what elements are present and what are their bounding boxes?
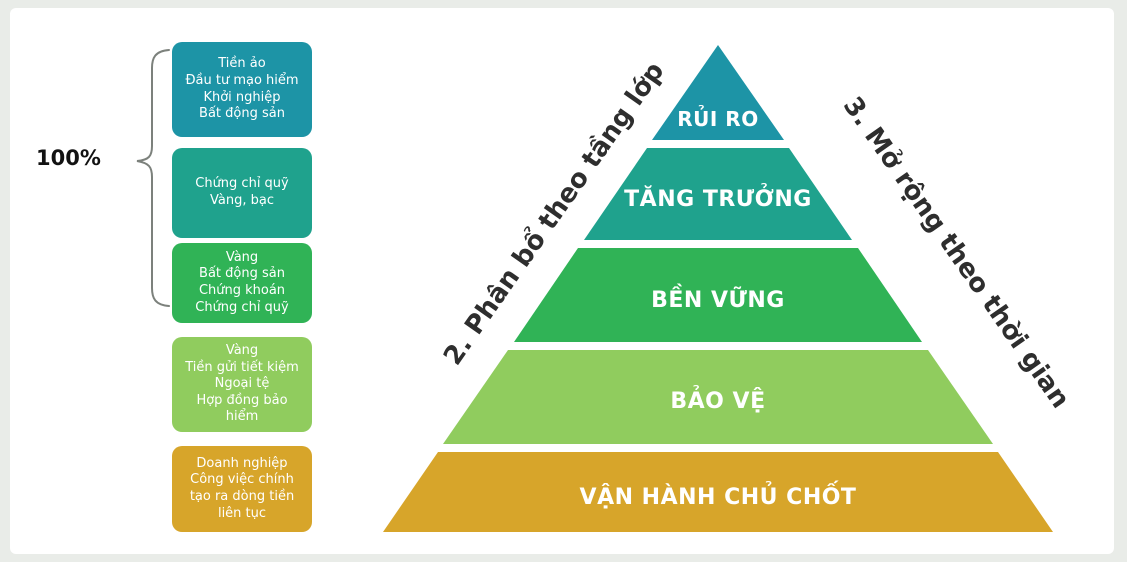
total-percent-label: 100% bbox=[36, 146, 101, 170]
